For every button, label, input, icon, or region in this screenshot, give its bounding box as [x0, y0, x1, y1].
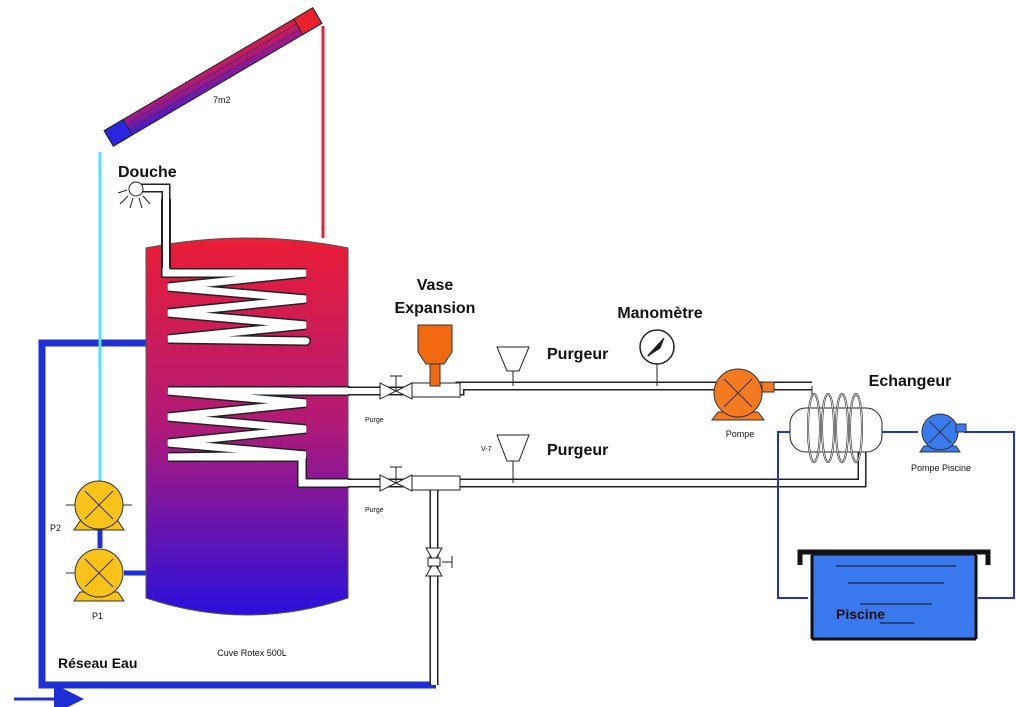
- pump-label: Pompe: [726, 429, 755, 439]
- return-tee: [411, 475, 461, 491]
- return-line: [348, 440, 867, 488]
- shower-icon: [117, 181, 151, 209]
- air-bleeder-bottom: [496, 434, 530, 483]
- drain-valve[interactable]: [425, 547, 453, 577]
- purge-label-bottom: Purge: [365, 507, 384, 514]
- expansion-label-2: Expansion: [395, 300, 476, 317]
- pool-loop-pipes: [777, 431, 1015, 599]
- expansion-label-1: Vase: [417, 277, 454, 294]
- purge-valve-bottom[interactable]: [379, 466, 413, 492]
- pump-p2-label: P2: [50, 523, 61, 533]
- pump-p1: [66, 548, 125, 602]
- manometer-gauge: [639, 329, 675, 386]
- air-bleeder-top: [496, 346, 530, 386]
- shower-label: Douche: [118, 164, 177, 181]
- water-network-pipes: [14, 339, 436, 707]
- shower-pipe: [140, 183, 171, 268]
- expansion-vessel: [417, 324, 453, 387]
- upper-coil: [161, 195, 311, 346]
- pool: [797, 549, 991, 641]
- pool-pump-label: Pompe Piscine: [911, 463, 971, 473]
- pool-label: Piscine: [836, 606, 885, 622]
- water-network-label: Réseau Eau: [58, 655, 137, 671]
- solar-collector: [103, 7, 323, 147]
- bleeder-tag: V-7: [481, 446, 492, 453]
- bleeder-label-top: Purgeur: [547, 346, 608, 363]
- bleeder-label-bottom: Purgeur: [547, 442, 608, 459]
- lower-coil: [167, 386, 353, 488]
- purge-label-top: Purge: [365, 417, 384, 424]
- tank-label: Cuve Rotex 500L: [217, 648, 287, 658]
- collector-area-label: 7m2: [213, 95, 231, 105]
- manometer-label: Manomètre: [617, 305, 702, 322]
- circulation-pump: [711, 368, 775, 421]
- pump-p1-label: P1: [92, 611, 103, 621]
- purge-valve-top[interactable]: [379, 375, 413, 400]
- exchanger-label: Echangeur: [869, 373, 952, 390]
- heat-exchanger: [789, 386, 883, 463]
- pool-pump: [919, 413, 967, 453]
- pump-p2: [66, 480, 132, 531]
